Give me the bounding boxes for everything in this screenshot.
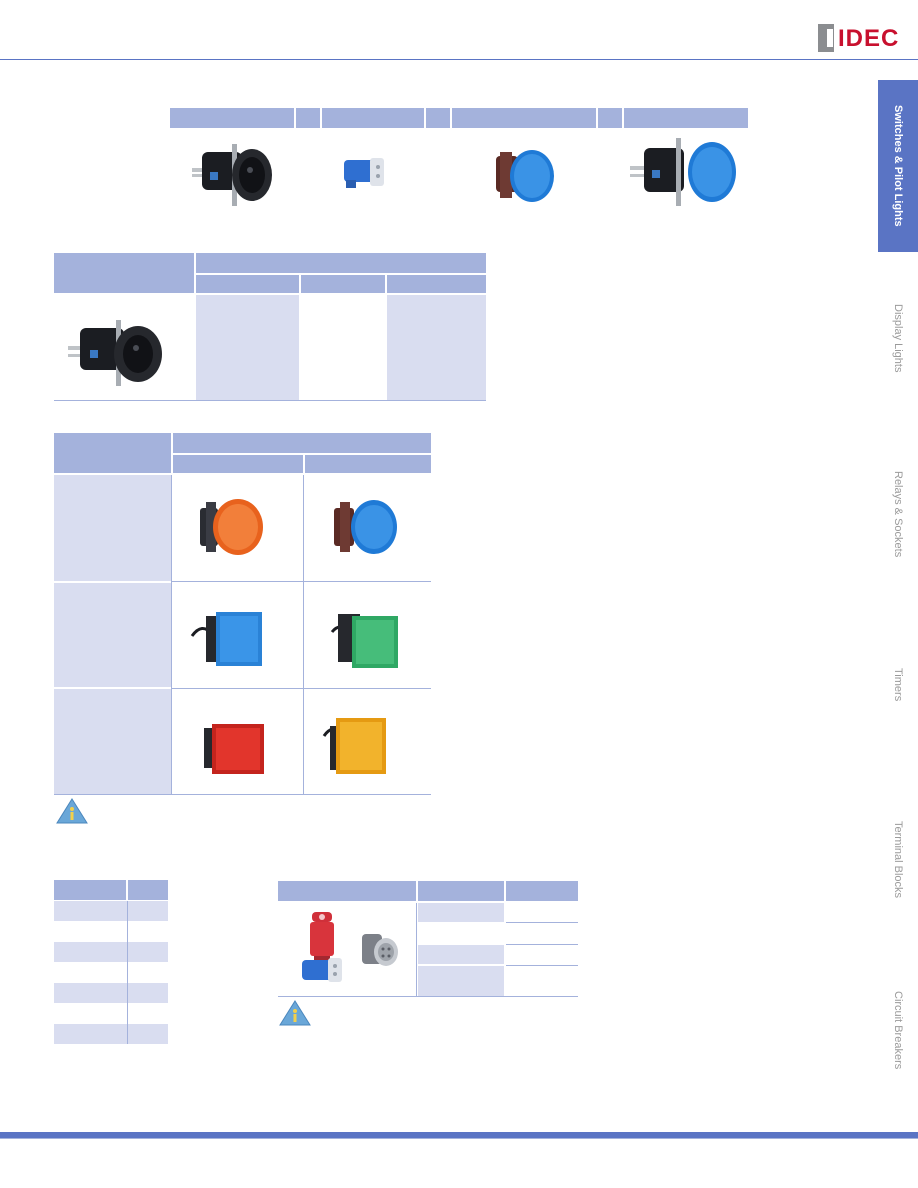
lamp-removal-tool-image	[302, 912, 398, 982]
round-lens-blue-image	[496, 150, 554, 202]
lens-table-header	[54, 433, 171, 473]
table-row	[418, 945, 504, 964]
table-row	[54, 1024, 168, 1044]
side-tab-display-lights[interactable]: Display Lights	[892, 303, 904, 373]
side-tab-terminal-blocks[interactable]: Terminal Blocks	[892, 821, 904, 899]
info-icon	[56, 798, 88, 824]
side-tab-relays-sockets[interactable]: Relays & Sockets	[892, 470, 904, 558]
switch-housing-image	[68, 320, 162, 386]
table-row	[418, 903, 504, 922]
square-lens-green-image	[330, 614, 398, 668]
side-tab-circuit-breakers[interactable]: Circuit Breakers	[892, 990, 904, 1070]
lamp-unit-image	[344, 158, 384, 188]
rect-lens-red-image	[204, 724, 264, 774]
rect-lens-amber-image	[322, 718, 386, 774]
square-lens-blue-image	[190, 612, 262, 666]
round-lens-orange-image	[200, 499, 263, 555]
accessory-table-header	[278, 881, 416, 901]
footer-rule	[0, 1132, 918, 1138]
assembly-header-bar	[170, 108, 748, 128]
lens-row-label-cell	[54, 689, 171, 794]
table-row	[54, 901, 168, 921]
header-rule	[0, 59, 918, 60]
small-table-header	[54, 880, 126, 900]
assembled-switch-image	[630, 138, 736, 206]
side-tab-timers[interactable]: Timers	[892, 668, 904, 702]
housing-table-cell	[387, 295, 486, 400]
idec-logo: IDEC	[818, 24, 900, 52]
info-icon	[279, 1000, 311, 1026]
round-lens-blue-image	[334, 500, 397, 554]
housing-table-cell	[196, 295, 299, 400]
side-tab-switches-pilot-lights[interactable]: Switches & Pilot Lights	[878, 80, 918, 252]
table-row	[418, 966, 504, 996]
lens-row-label-cell	[54, 475, 171, 581]
housing-table-header	[54, 253, 194, 293]
switch-housing-image	[192, 144, 272, 206]
table-row	[54, 983, 168, 1003]
lens-row-label-cell	[54, 583, 171, 687]
table-row	[54, 942, 168, 962]
